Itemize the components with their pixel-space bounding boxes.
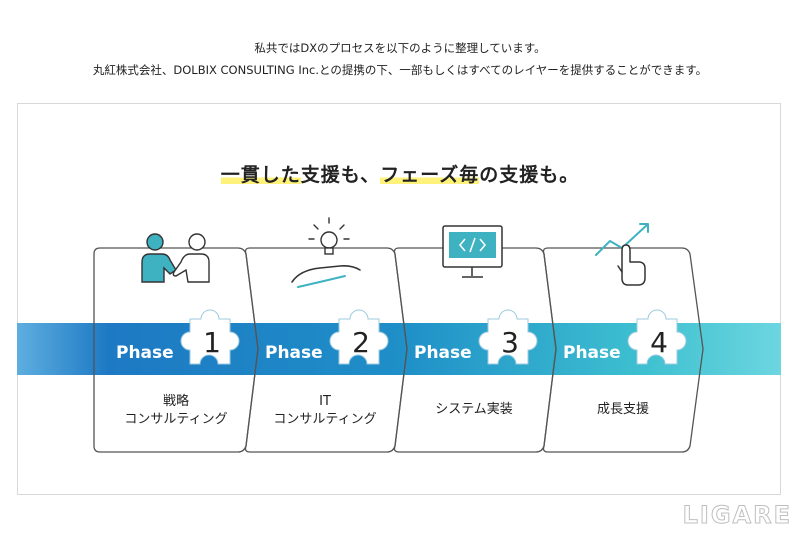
phase-label-1: Phase bbox=[116, 343, 174, 363]
puzzle-piece-3 bbox=[478, 309, 538, 365]
phase-label-2: Phase bbox=[265, 343, 323, 363]
phase-title-2-line1: IT bbox=[319, 394, 331, 409]
phase-title-1: 戦略 コンサルティング bbox=[106, 393, 246, 429]
phase-title-4: 成長支援 bbox=[553, 401, 693, 419]
watermark-logo: LIGARE bbox=[682, 501, 792, 530]
phase-title-3: システム実装 bbox=[404, 401, 544, 419]
headline-highlight-1: 一貫した bbox=[220, 164, 301, 186]
headline-text-1: 支援も、 bbox=[300, 164, 381, 186]
phase-title-2-line2: コンサルティング bbox=[273, 412, 377, 427]
phase-title-3-line1: システム実装 bbox=[435, 402, 513, 417]
handshake-icon bbox=[141, 233, 210, 283]
growth-pointer-icon bbox=[595, 223, 649, 286]
puzzle-piece-4 bbox=[627, 309, 687, 365]
monitor-code-icon bbox=[442, 225, 503, 278]
phase-number-2: 2 bbox=[352, 326, 370, 359]
phase-title-4-line1: 成長支援 bbox=[596, 402, 649, 417]
puzzle-piece-1 bbox=[180, 309, 240, 365]
phase-card-2 bbox=[244, 247, 408, 453]
intro-line-2: 丸紅株式会社、DOLBIX CONSULTING Inc.との提携の下、一部もし… bbox=[92, 63, 708, 77]
phase-title-1-line2: コンサルティング bbox=[124, 412, 228, 427]
phase-label-4: Phase bbox=[563, 343, 621, 363]
phase-number-1: 1 bbox=[203, 326, 221, 359]
phase-label-3: Phase bbox=[414, 343, 472, 363]
headline: 一貫した支援も、フェーズ毎の支援も。 bbox=[0, 160, 800, 187]
phase-number-3: 3 bbox=[501, 326, 519, 359]
headline-text-2: の支援も。 bbox=[479, 164, 580, 186]
intro-line-1: 私共ではDXのプロセスを以下のように整理しています。 bbox=[254, 41, 546, 55]
phase-title-1-line1: 戦略 bbox=[162, 394, 189, 409]
phase-card-4 bbox=[542, 247, 704, 453]
phase-title-2: IT コンサルティング bbox=[255, 393, 395, 429]
headline-highlight-2: フェーズ毎 bbox=[380, 164, 480, 186]
phase-card-1 bbox=[93, 247, 259, 453]
lightbulb-hand-icon bbox=[291, 217, 361, 288]
phase-number-4: 4 bbox=[650, 326, 668, 359]
diagram-frame bbox=[17, 103, 781, 495]
puzzle-piece-2 bbox=[329, 309, 389, 365]
phase-card-3 bbox=[393, 247, 557, 453]
